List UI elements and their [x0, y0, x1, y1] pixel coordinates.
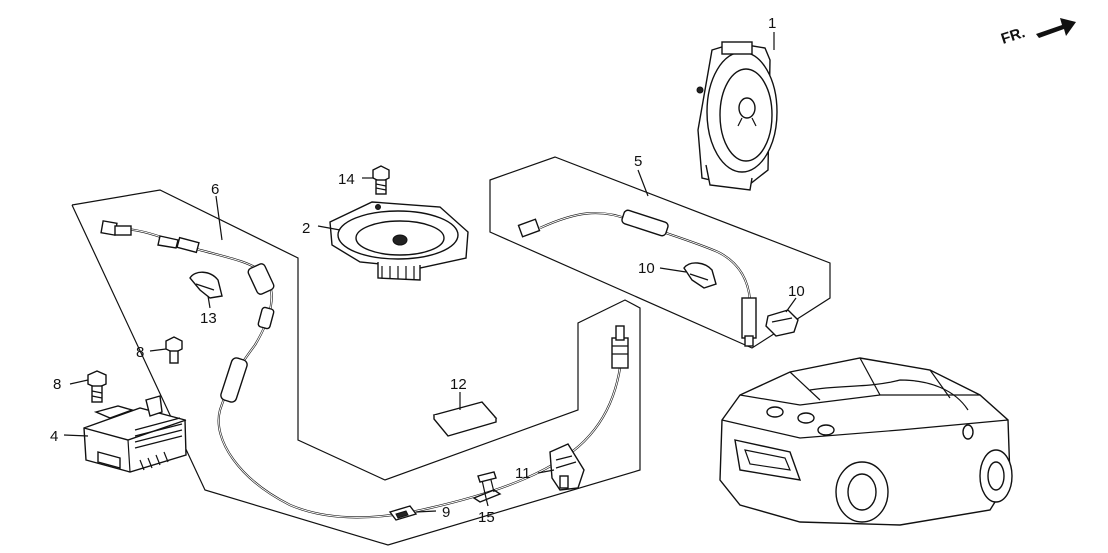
- callout-labels: 1 2 4 5 6 8 8 9 10 10 11 12 13 14 15: [50, 15, 805, 526]
- callout-10-left: 10: [638, 260, 655, 277]
- antenna-cable: [100, 220, 629, 519]
- callout-2: 2: [302, 220, 310, 237]
- callout-5: 5: [634, 153, 642, 170]
- callout-8-upper: 8: [136, 344, 144, 361]
- assembly-outlines: [71, 156, 831, 546]
- clip-10-right: [765, 309, 799, 337]
- car-illustration: [719, 357, 1013, 526]
- antenna-unit: [83, 395, 187, 473]
- bolt-8-lower: [87, 370, 107, 403]
- callout-11: 11: [515, 465, 531, 482]
- clip-9: [388, 505, 418, 521]
- bolt-8-upper: [165, 336, 183, 364]
- callout-10-right: 10: [788, 283, 805, 300]
- callout-9: 9: [442, 504, 450, 521]
- front-direction-indicator: FR.: [999, 18, 1076, 48]
- front-direction-arrow-icon: [1036, 18, 1076, 38]
- holder-15: [472, 471, 502, 503]
- bolt-14: [372, 165, 390, 195]
- pad-12: [432, 401, 498, 437]
- callout-15: 15: [478, 509, 495, 526]
- callout-4: 4: [50, 428, 58, 445]
- callout-12: 12: [450, 376, 467, 393]
- callout-13: 13: [200, 310, 217, 327]
- rear-speaker: [329, 201, 469, 281]
- callout-6: 6: [211, 181, 219, 198]
- antenna-lead: [517, 209, 757, 347]
- cable-assembly-outline: [71, 189, 641, 546]
- clip-10-left: [683, 262, 717, 289]
- front-label: FR.: [999, 24, 1027, 48]
- antenna-lead-outline: [489, 156, 831, 349]
- leader-lines: [63, 32, 797, 513]
- bracket-11: [549, 443, 585, 491]
- callout-8-lower: 8: [53, 376, 61, 393]
- front-speaker: [696, 41, 778, 191]
- callout-1: 1: [768, 15, 776, 32]
- clip-13: [189, 271, 223, 299]
- callout-14: 14: [338, 171, 355, 188]
